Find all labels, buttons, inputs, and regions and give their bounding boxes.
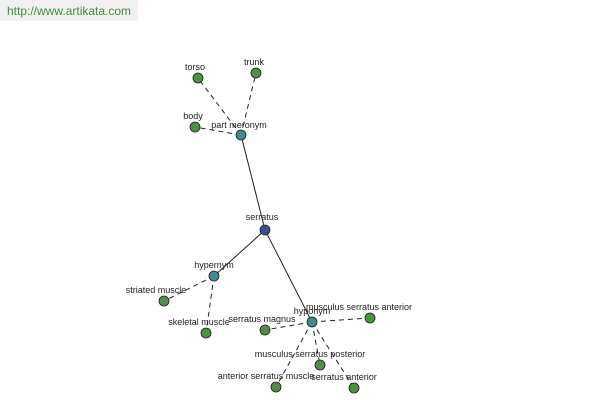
- edge-hyponym-to-serratus-magnus: [264, 321, 313, 331]
- edge-part-meronym-to-trunk: [240, 72, 257, 136]
- labels-layer: serratus part meronym hypernym hyponym torso…: [126, 57, 412, 382]
- edge-serratus-to-hypernym: [213, 229, 266, 277]
- edge-hyponym-to-anterior-serratus-muscle: [275, 321, 313, 388]
- edge-hyponym-to-musculus-serratus-posterior: [311, 321, 321, 366]
- edge-serratus-to-part-meronym: [240, 134, 266, 231]
- edge-hypernym-to-skeletal-muscle: [205, 275, 215, 334]
- node-label-skeletal-muscle[interactable]: skeletal muscle: [168, 317, 230, 327]
- node-label-striated-muscle[interactable]: striated muscle: [126, 285, 187, 295]
- node-part-meronym[interactable]: [235, 129, 247, 141]
- edge-serratus-to-hyponym: [264, 229, 313, 323]
- node-label-serratus-magnus[interactable]: serratus magnus: [228, 314, 296, 324]
- node-label-hypernym[interactable]: hypernym: [194, 260, 234, 270]
- node-label-trunk[interactable]: trunk: [244, 57, 265, 67]
- node-musculus-serratus-anterior[interactable]: [364, 312, 376, 324]
- node-hypernym[interactable]: [208, 270, 220, 282]
- url-banner: http://www.artikata.com: [0, 0, 138, 21]
- site-url-link[interactable]: http://www.artikata.com: [7, 4, 132, 18]
- node-serratus[interactable]: [259, 224, 271, 236]
- node-serratus-anterior[interactable]: [348, 382, 360, 394]
- node-hyponym[interactable]: [306, 316, 318, 328]
- edges-layer: [163, 72, 371, 389]
- edge-part-meronym-to-torso: [197, 77, 242, 136]
- node-anterior-serratus-muscle[interactable]: [270, 381, 282, 393]
- node-label-torso[interactable]: torso: [185, 62, 205, 72]
- node-trunk[interactable]: [250, 67, 262, 79]
- nodes-layer: [158, 67, 376, 394]
- node-label-serratus-anterior[interactable]: serratus anterior: [311, 372, 377, 382]
- edge-hyponym-to-serratus-anterior: [311, 321, 355, 389]
- node-body[interactable]: [189, 121, 201, 133]
- node-label-part-meronym[interactable]: part meronym: [211, 120, 267, 130]
- node-label-musculus-serratus-anterior[interactable]: musculus serratus anterior: [306, 302, 412, 312]
- node-label-musculus-serratus-posterior[interactable]: musculus serratus posterior: [255, 349, 366, 359]
- node-label-body[interactable]: body: [183, 111, 203, 121]
- node-serratus-magnus[interactable]: [259, 324, 271, 336]
- node-striated-muscle[interactable]: [158, 295, 170, 307]
- node-label-anterior-serratus-muscle[interactable]: anterior serratus muscle: [218, 371, 315, 381]
- node-label-serratus[interactable]: serratus: [246, 212, 279, 222]
- node-label-hyponym[interactable]: hyponym: [294, 306, 331, 316]
- edge-part-meronym-to-body: [194, 126, 242, 136]
- edge-hypernym-to-striated-muscle: [163, 275, 215, 302]
- edge-hyponym-to-musculus-serratus-anterior: [311, 317, 371, 323]
- node-skeletal-muscle[interactable]: [200, 327, 212, 339]
- node-musculus-serratus-posterior[interactable]: [314, 359, 326, 371]
- node-torso[interactable]: [192, 72, 204, 84]
